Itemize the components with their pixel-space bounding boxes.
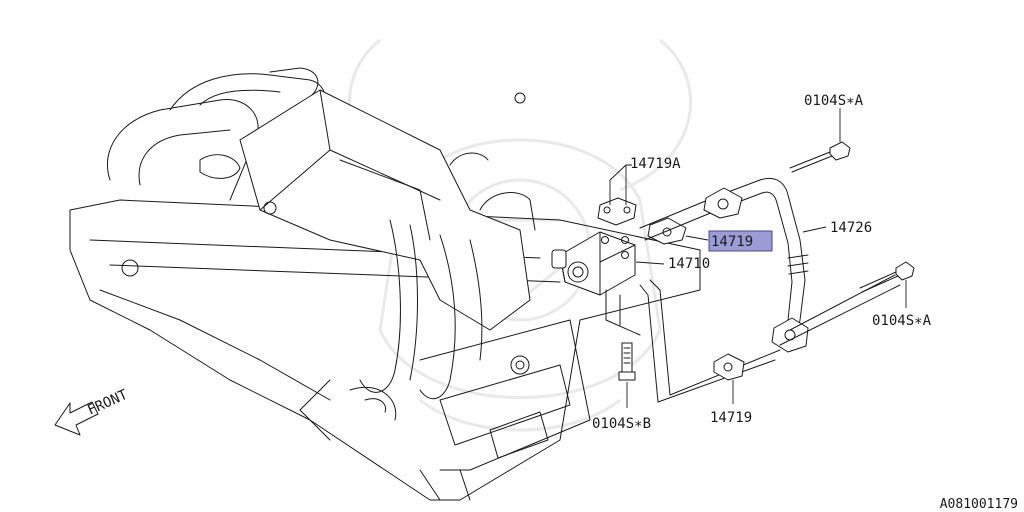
gasket-14719-lower xyxy=(713,353,745,381)
bolt-0104s-a-right xyxy=(859,261,915,293)
part-label-14710[interactable]: 14710 xyxy=(668,256,710,272)
intake-manifold xyxy=(69,67,701,501)
idle-air-control-valve xyxy=(551,231,636,296)
bolt-0104s-b xyxy=(618,342,636,381)
bolt-0104s-a-top xyxy=(789,141,851,173)
part-highlight-14719 xyxy=(708,230,773,252)
diagram-id: A081001179 xyxy=(940,497,1018,512)
part-label-14719-lower[interactable]: 14719 xyxy=(710,410,752,426)
front-arrow-icon xyxy=(54,401,99,436)
part-label-0104s-a-right[interactable]: 0104S∗A xyxy=(872,313,932,329)
return-pipe xyxy=(605,274,901,403)
front-label: FRONT xyxy=(85,387,131,419)
part-label-14726[interactable]: 14726 xyxy=(830,220,872,236)
leader-lines xyxy=(609,108,907,408)
part-label-14719-highlighted[interactable]: 14719 xyxy=(711,234,753,250)
gasket-14719a xyxy=(597,197,637,226)
part-label-14719a[interactable]: 14719A xyxy=(630,156,681,172)
bypass-pipe-14726 xyxy=(639,177,809,353)
part-label-0104s-a-top[interactable]: 0104S∗A xyxy=(804,93,864,109)
part-label-0104s-b[interactable]: 0104S∗B xyxy=(592,416,651,432)
